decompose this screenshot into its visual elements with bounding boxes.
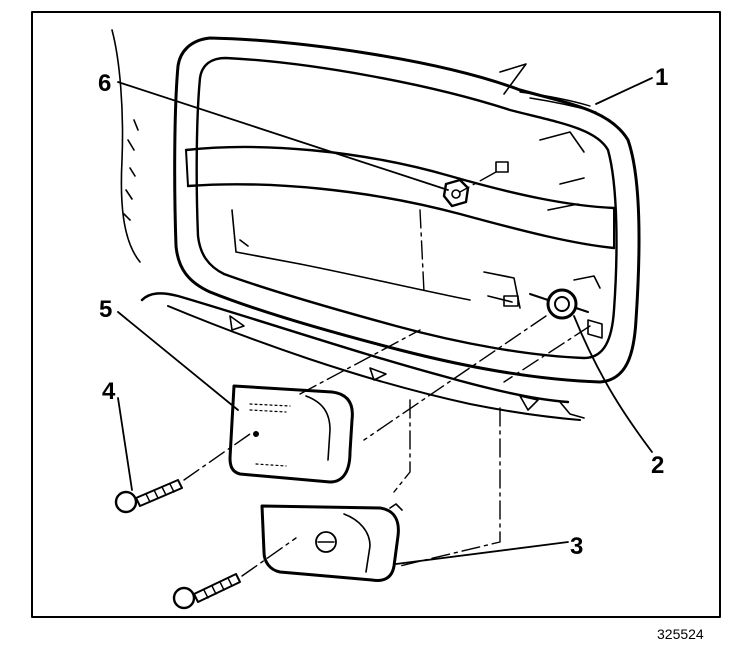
lower-fascia bbox=[140, 292, 585, 421]
bulb-socket bbox=[529, 288, 589, 320]
leader-lines bbox=[117, 77, 653, 565]
screw-upper bbox=[114, 479, 183, 514]
callout-4: 4 bbox=[102, 378, 116, 405]
side-marker-lamp bbox=[228, 384, 354, 484]
screw-lower bbox=[172, 573, 241, 610]
callout-2: 2 bbox=[651, 452, 665, 479]
headlamp-opening-frame bbox=[173, 36, 641, 384]
callout-1: 1 bbox=[655, 64, 669, 91]
frame-border bbox=[31, 11, 721, 618]
callout-5: 5 bbox=[99, 296, 113, 323]
figure-number: 325524 bbox=[657, 626, 704, 642]
installation-guide-lines bbox=[183, 171, 591, 577]
callout-6: 6 bbox=[98, 70, 112, 97]
retainer-nut bbox=[442, 178, 470, 208]
park-turn-lamp bbox=[260, 503, 403, 582]
vehicle-body-edge bbox=[111, 29, 141, 263]
callout-3: 3 bbox=[570, 533, 584, 560]
